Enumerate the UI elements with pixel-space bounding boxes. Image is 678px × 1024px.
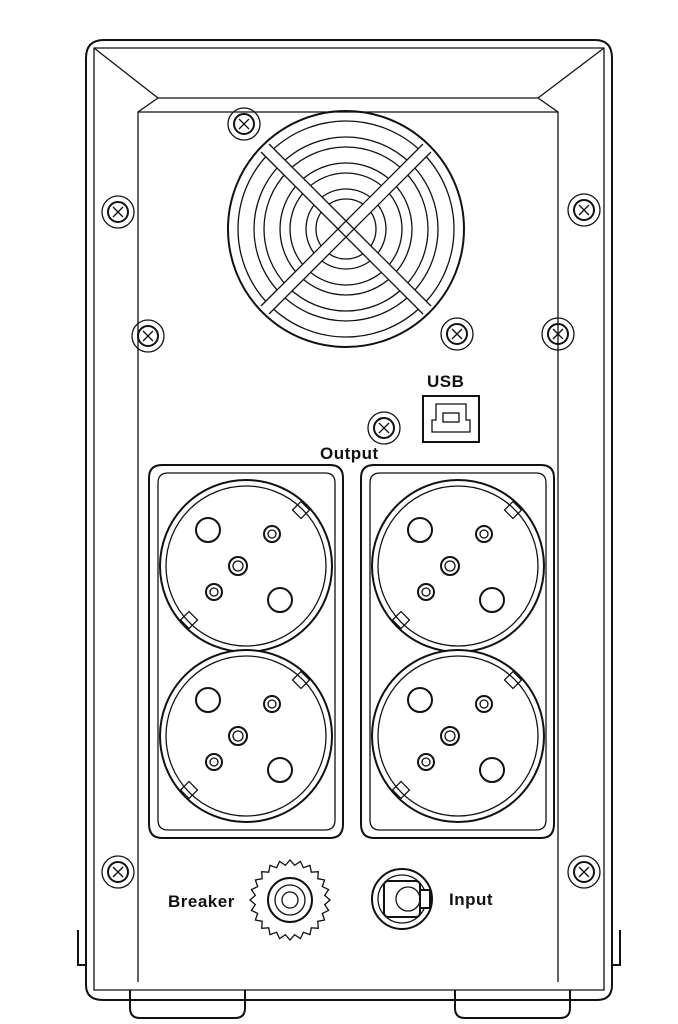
socket-bottom-right[interactable]	[371, 649, 545, 823]
screw-icon	[367, 411, 401, 445]
screw-icon	[227, 107, 261, 141]
screw-icon	[131, 319, 165, 353]
screw-icon	[101, 855, 135, 889]
breaker-label: Breaker	[168, 892, 235, 911]
screw-icon	[541, 317, 575, 351]
fan-grille	[227, 110, 465, 348]
input-label: Input	[449, 890, 494, 909]
housing	[77, 39, 621, 1019]
breaker-button[interactable]	[249, 859, 331, 941]
socket-top-left[interactable]	[159, 479, 333, 653]
usb-port[interactable]	[422, 395, 480, 443]
output-socket-frames	[148, 464, 555, 839]
screw-icon	[101, 195, 135, 229]
screw-icon	[440, 317, 474, 351]
power-input-connector[interactable]	[371, 868, 433, 930]
socket-bottom-left[interactable]	[159, 649, 333, 823]
usb-label: USB	[427, 372, 465, 391]
socket-top-right[interactable]	[371, 479, 545, 653]
screws	[101, 107, 601, 889]
sockets	[159, 479, 545, 823]
screw-icon	[567, 193, 601, 227]
screw-icon	[567, 855, 601, 889]
output-label: Output	[320, 444, 379, 463]
